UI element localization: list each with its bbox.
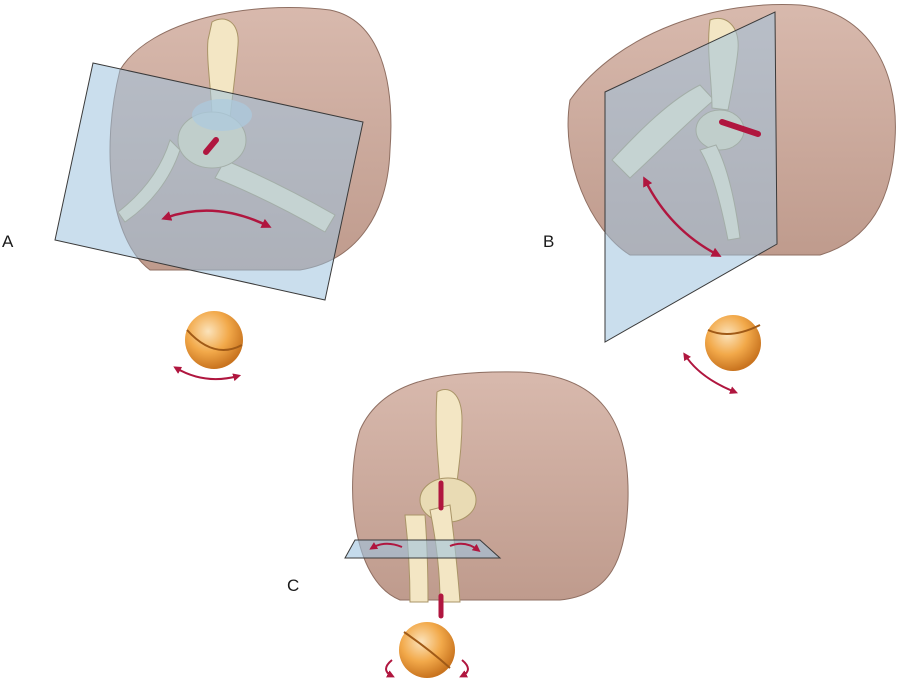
rotation-arrow-icon (385, 659, 395, 678)
rotation-axis-icon (719, 119, 761, 137)
ball-joint-icon (399, 622, 455, 678)
rotation-arrow-icon (173, 366, 242, 382)
panel-label-b: B (543, 232, 555, 251)
panel-label-c: C (287, 576, 300, 595)
motion-plane (54, 62, 364, 301)
rotation-arrow-icon (449, 542, 481, 552)
panel-label-a: A (2, 232, 14, 251)
panel-c (344, 371, 629, 678)
panel-a (54, 7, 392, 382)
rotation-axis-icon (203, 137, 219, 155)
rotation-arrow-icon (643, 176, 722, 257)
arm-silhouette (352, 371, 629, 601)
panel-b (567, 3, 896, 394)
humerus-bone (435, 388, 463, 493)
rotation-arrow-icon (161, 209, 272, 228)
rotation-arrow-icon (459, 659, 469, 678)
rotation-arrow-icon (683, 352, 738, 394)
ball-joint-icon (185, 311, 243, 369)
rotation-arrow-icon (369, 542, 403, 550)
ball-joint-icon (705, 315, 761, 371)
